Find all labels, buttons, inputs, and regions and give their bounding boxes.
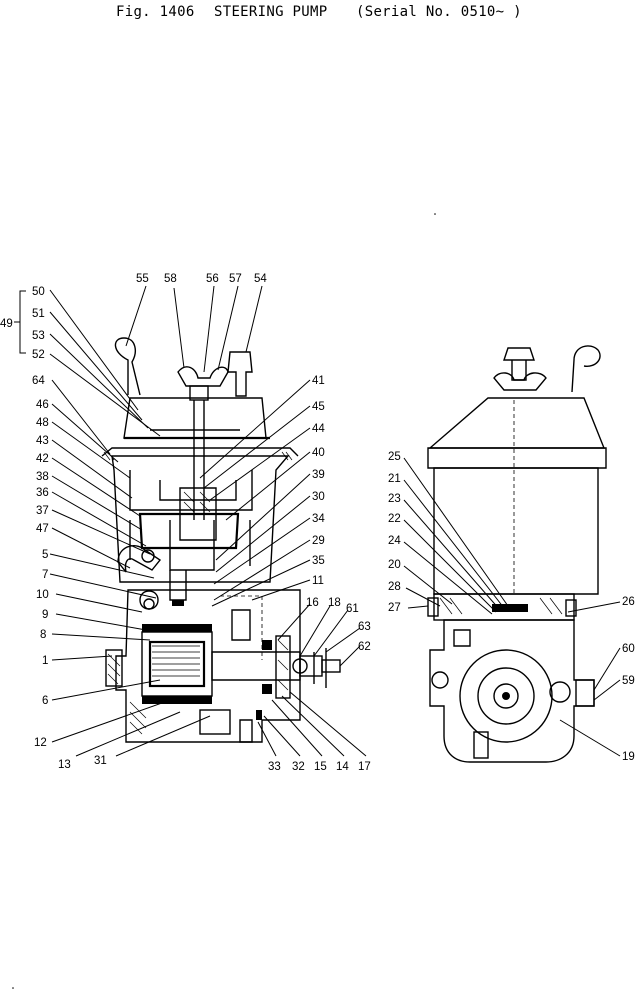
callout-63: 63: [358, 621, 371, 633]
side-view: [427, 345, 607, 763]
callout-10: 10: [36, 589, 49, 601]
callout-15: 15: [314, 761, 327, 773]
callout-16: 16: [306, 597, 319, 609]
callout-33: 33: [268, 761, 281, 773]
callout-53: 53: [32, 330, 45, 342]
callout-17: 17: [358, 761, 371, 773]
figure-header: Fig. 1406 STEERING PUMP (Serial No. 0510…: [116, 4, 536, 28]
center-stud: [193, 400, 205, 520]
callout-41: 41: [312, 375, 325, 387]
callout-6: 6: [42, 695, 48, 707]
wing-nut: [177, 366, 229, 387]
callout-30: 30: [312, 491, 325, 503]
callout-40: 40: [312, 447, 325, 459]
callout-labels: 55 58 56 57 54 50 51 53 52 49 64 46 48 4…: [0, 273, 635, 773]
end-cap-left: [105, 649, 123, 687]
callout-34: 34: [312, 513, 325, 525]
callout-42: 42: [36, 453, 49, 465]
callout-20: 20: [388, 559, 401, 571]
callout-47: 47: [36, 523, 49, 535]
shaft-boss: [459, 649, 553, 743]
callout-9: 9: [42, 609, 48, 621]
callout-60: 60: [622, 643, 635, 655]
callout-19: 19: [622, 751, 635, 763]
callout-12: 12: [34, 737, 47, 749]
drive-shaft: [211, 651, 301, 681]
callout-32: 32: [292, 761, 305, 773]
side-breather: [503, 347, 535, 381]
callout-52: 52: [32, 349, 45, 361]
callout-13: 13: [58, 759, 71, 771]
reservoir-handle: [114, 337, 141, 396]
pump-housing: [115, 589, 301, 743]
callout-49: 49: [0, 318, 13, 330]
callout-62: 62: [358, 641, 371, 653]
callout-5: 5: [42, 549, 48, 561]
callout-51: 51: [32, 308, 45, 320]
callout-11: 11: [312, 575, 324, 587]
callout-31: 31: [94, 755, 107, 767]
callout-29: 29: [312, 535, 325, 547]
reservoir-body: [111, 455, 290, 583]
callout-59: 59: [622, 675, 635, 687]
callout-61: 61: [346, 603, 359, 615]
callout-35: 35: [312, 555, 325, 567]
callout-57: 57: [229, 273, 242, 285]
callout-14: 14: [336, 761, 349, 773]
callout-28: 28: [388, 581, 401, 593]
callout-50: 50: [32, 286, 45, 298]
reservoir-cylinder: [433, 467, 599, 595]
pump-body-side: [429, 619, 595, 763]
serial-number: (Serial No. 0510~ ): [356, 4, 522, 20]
figure-title: STEERING PUMP: [214, 4, 328, 20]
callout-46: 46: [36, 399, 49, 411]
callout-27: 27: [388, 602, 401, 614]
leader-lines: [14, 285, 621, 757]
callout-22: 22: [388, 513, 401, 525]
callout-37: 37: [36, 505, 49, 517]
callout-1: 1: [42, 655, 48, 667]
callout-56: 56: [206, 273, 219, 285]
callout-55: 55: [136, 273, 149, 285]
callout-24: 24: [388, 535, 401, 547]
reservoir-cover: [123, 397, 267, 439]
callout-36: 36: [36, 487, 49, 499]
callout-38: 38: [36, 471, 49, 483]
callout-23: 23: [388, 493, 401, 505]
callout-44: 44: [312, 423, 325, 435]
callout-18: 18: [328, 597, 341, 609]
callout-64: 64: [32, 375, 45, 387]
callout-7: 7: [42, 569, 48, 581]
callout-39: 39: [312, 469, 325, 481]
breather-cap: [227, 351, 253, 397]
sectional-view: [101, 337, 341, 743]
callout-45: 45: [312, 401, 325, 413]
callout-25: 25: [388, 451, 401, 463]
side-handle: [571, 345, 601, 393]
figure-number: Fig. 1406: [116, 4, 195, 20]
callout-58: 58: [164, 273, 177, 285]
filter-element: [129, 470, 253, 511]
callout-48: 48: [36, 417, 49, 429]
reservoir-cone: [428, 397, 606, 449]
callout-43: 43: [36, 435, 49, 447]
callout-26: 26: [622, 596, 635, 608]
callout-8: 8: [40, 629, 46, 641]
callout-54: 54: [254, 273, 267, 285]
callout-21: 21: [388, 473, 401, 485]
